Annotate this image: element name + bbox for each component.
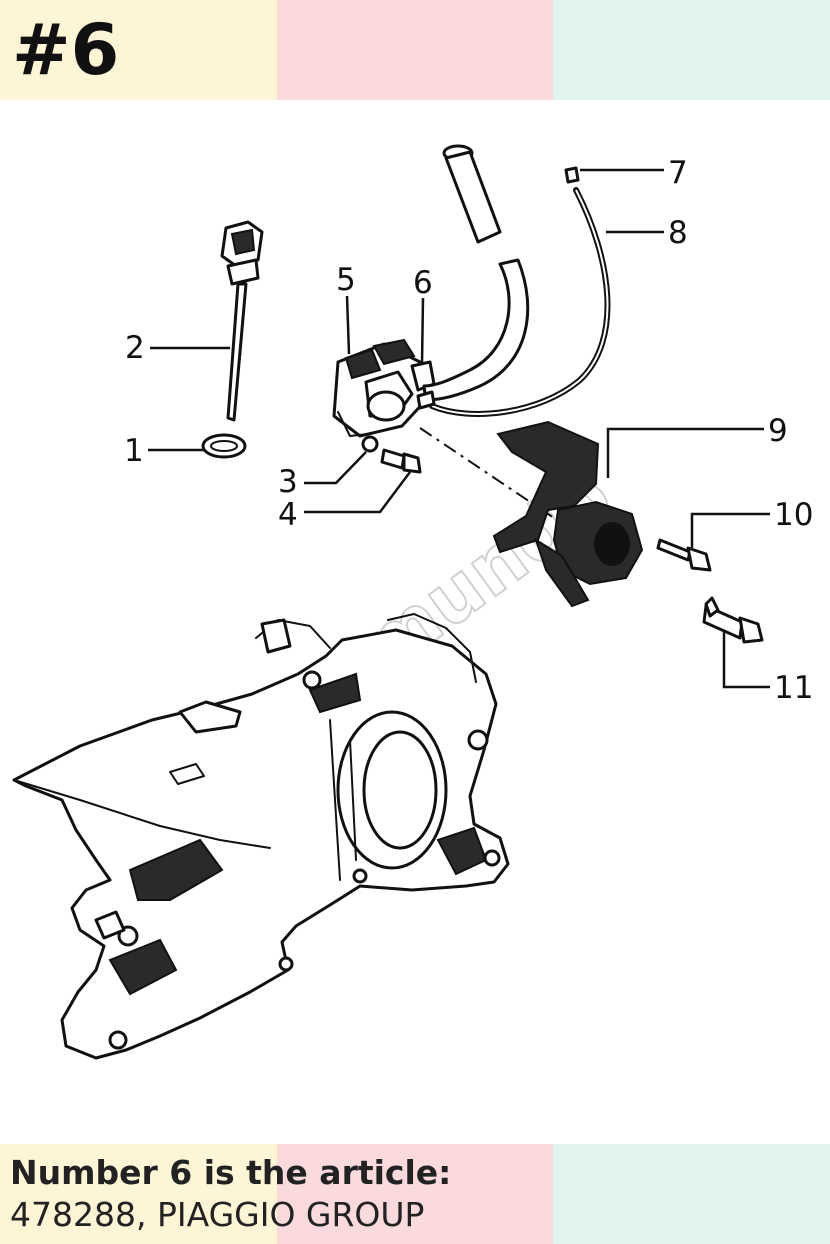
caption-heading: Number 6 is the article:: [10, 1153, 452, 1192]
part-label-4: 4: [278, 497, 298, 533]
band-pink-bottom: [277, 1144, 553, 1244]
oil-pump-part: [332, 338, 428, 438]
dipstick-part: [220, 220, 264, 422]
screw-long-part: [702, 596, 764, 644]
washer-part: [361, 435, 379, 453]
footer-band: [0, 1144, 830, 1244]
part-label-3: 3: [278, 464, 298, 500]
upper-hose-segment: [442, 144, 502, 244]
caption-article: 478288, PIAGGIO GROUP: [10, 1195, 425, 1234]
thin-tube-part: [431, 189, 609, 415]
band-yellow: [0, 0, 277, 100]
part-label-2: 2: [125, 330, 145, 366]
o-ring-part: [201, 433, 247, 459]
exploded-parts-diagram: Motomundo: [12, 144, 813, 1060]
part-label-6: 6: [413, 265, 433, 301]
part-label-8: 8: [668, 215, 688, 251]
part-label-9: 9: [768, 413, 788, 449]
oil-hose-part: [422, 258, 530, 402]
part-label-7: 7: [668, 155, 688, 191]
band-yellow-bottom: [0, 1144, 277, 1244]
page-title: #6: [12, 9, 120, 91]
part-label-11: 11: [774, 670, 813, 706]
crankcase-part: [12, 613, 510, 1060]
band-mint-bottom: [553, 1144, 830, 1244]
part-label-5: 5: [336, 262, 356, 298]
plug-part: [564, 166, 580, 184]
screw-part: [656, 538, 712, 572]
pump-cover-part: [492, 420, 644, 608]
article-caption: Number 6 is the article: 478288, PIAGGIO…: [10, 1152, 810, 1236]
part-label-1: 1: [124, 433, 144, 469]
bolt-part: [380, 448, 422, 474]
band-mint: [553, 0, 830, 100]
band-pink: [277, 0, 553, 100]
header-band: [0, 0, 830, 100]
part-label-10: 10: [774, 497, 813, 533]
